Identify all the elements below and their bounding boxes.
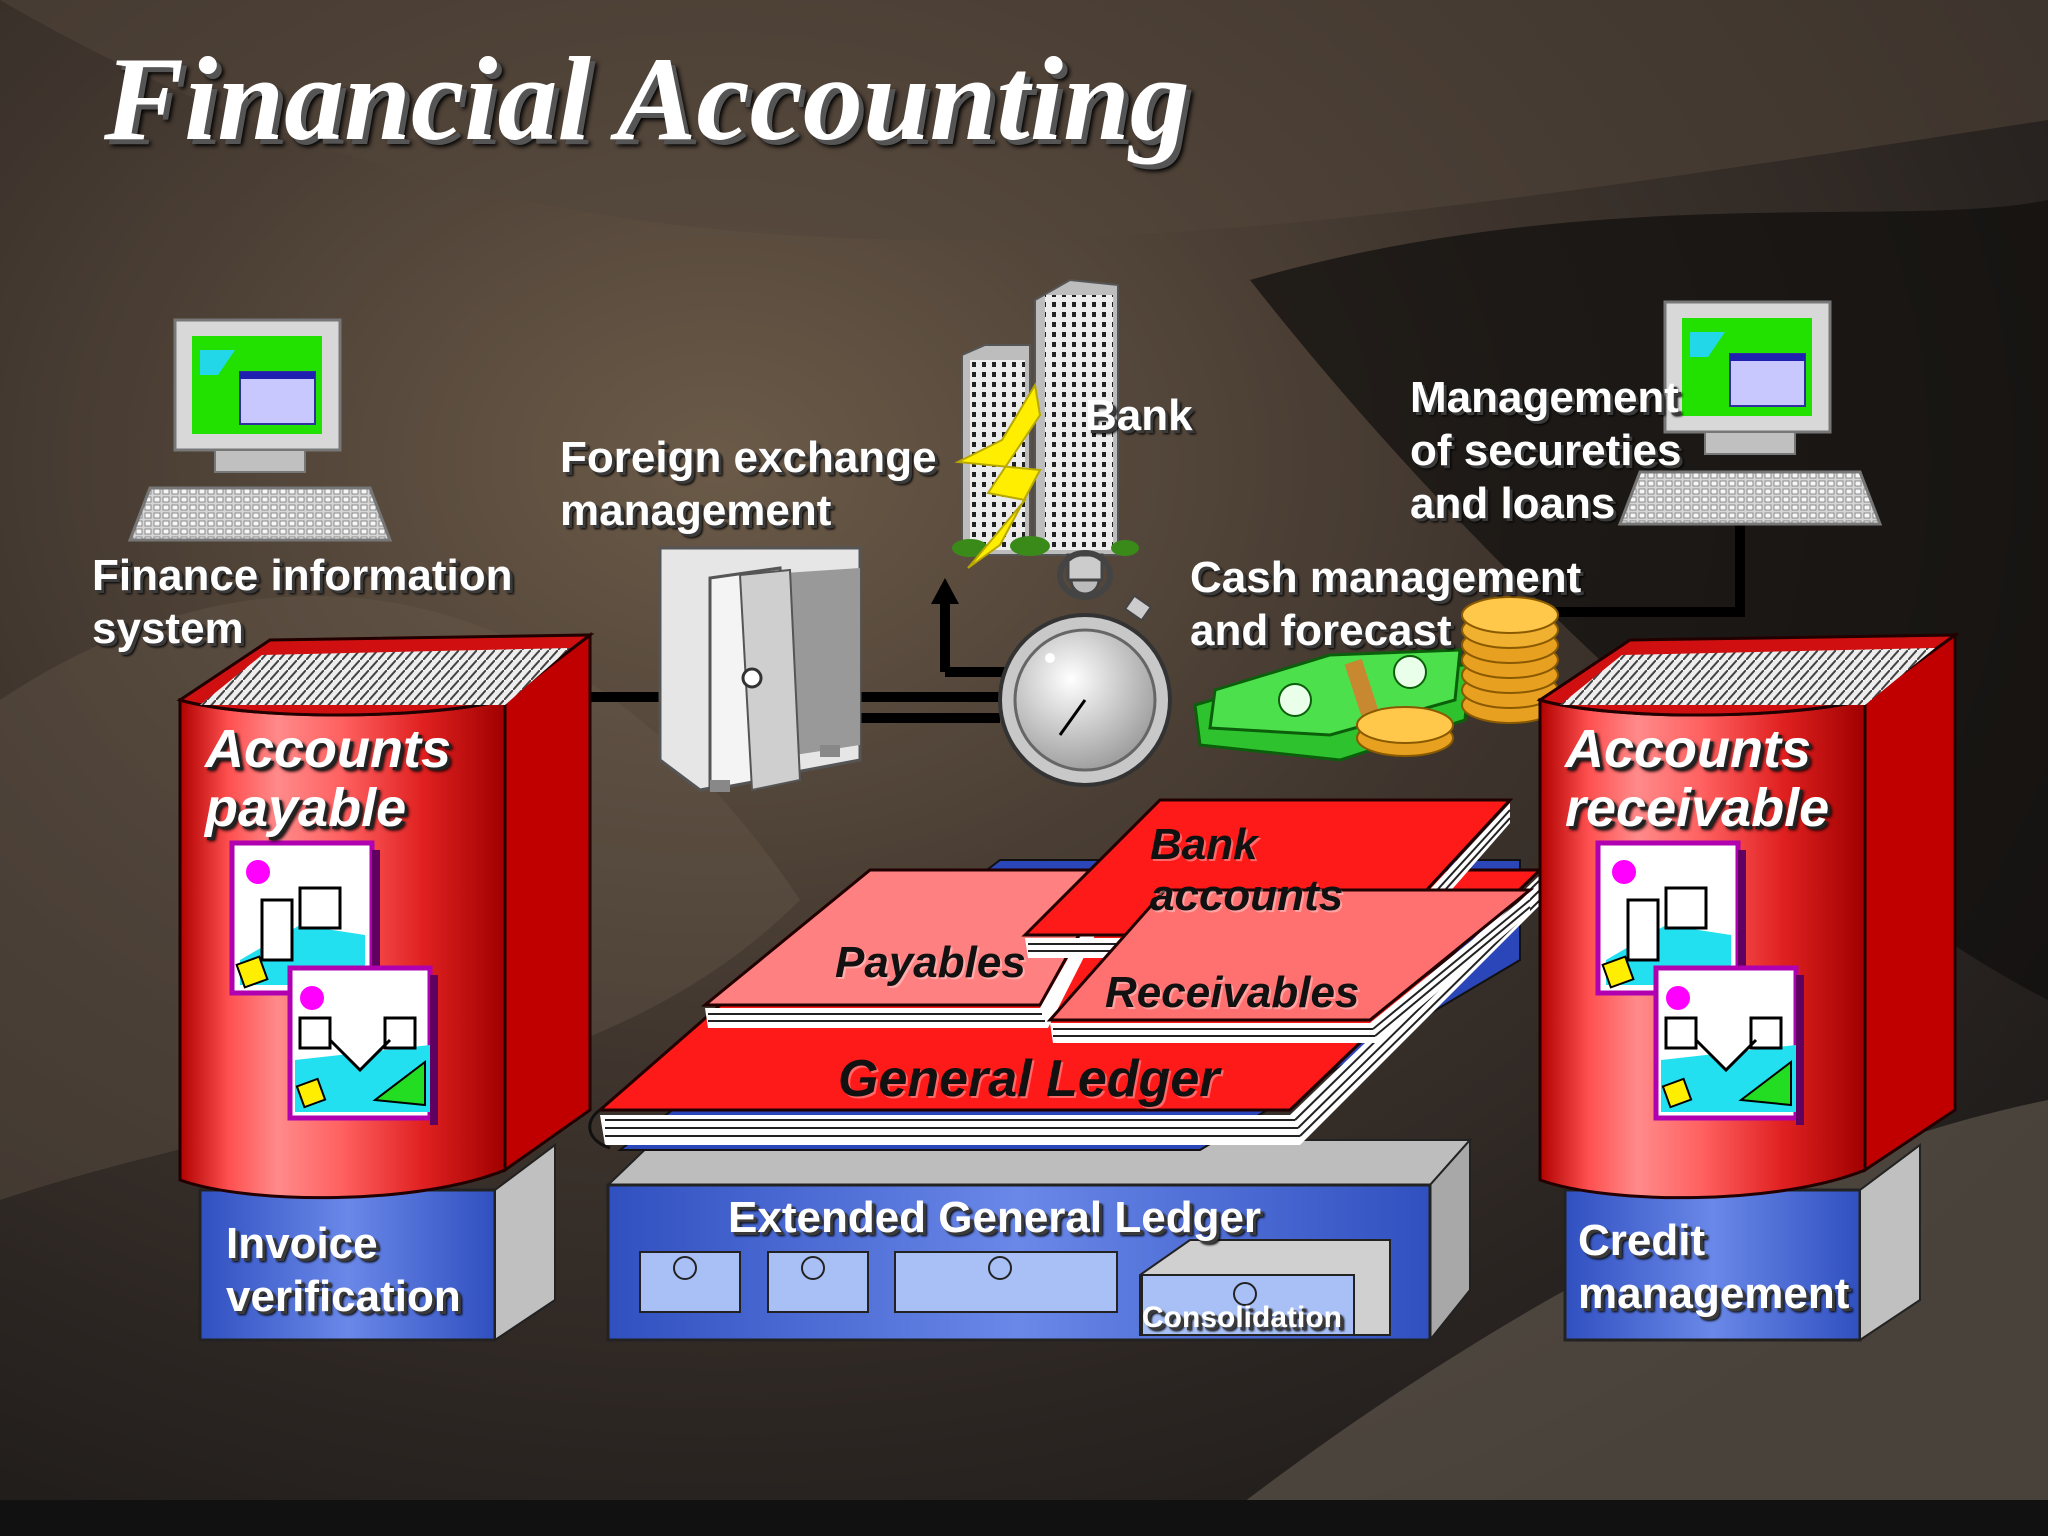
general-ledger-label: General Ledger [838,1050,1220,1108]
accounts-payable-label: Accounts payable [205,719,452,839]
accounts-receivable-label: Accounts receivable [1565,719,1830,839]
computer-icon [127,318,393,542]
consolidation-label: Consolidation [1142,1301,1342,1334]
handshake-document-icon [287,965,438,1125]
handshake-document-icon [1653,965,1804,1125]
safe-icon [658,546,862,792]
bank-label: Bank [1085,391,1193,440]
accounts-payable-binder [176,631,595,1342]
page-title: Financial Accounting [104,32,1190,165]
computer-icon [1617,300,1883,526]
stopwatch-icon [998,550,1172,787]
receivables-label: Receivables [1105,968,1360,1017]
extended-general-ledger-label: Extended General Ledger [728,1193,1262,1242]
securities-loans-label: Management of secureties and loans [1410,373,1682,528]
extended-ledger-base [605,1137,1473,1343]
foreign-exchange-label: Foreign exchange management [560,433,937,535]
finance-information-system-label: Finance information system [92,551,513,653]
bank-building-icon [952,278,1139,557]
bank-accounts-label: Bank accounts [1150,820,1344,920]
coins-icon [1356,596,1559,757]
invoice-verification-label: Invoice verification [226,1219,461,1321]
receivables-book [1046,888,1535,1043]
credit-management-label: Credit management [1578,1216,1850,1318]
payables-label: Payables [835,938,1026,987]
lightning-icon [954,382,1042,569]
cash-management-label: Cash management and forecast [1190,553,1582,655]
